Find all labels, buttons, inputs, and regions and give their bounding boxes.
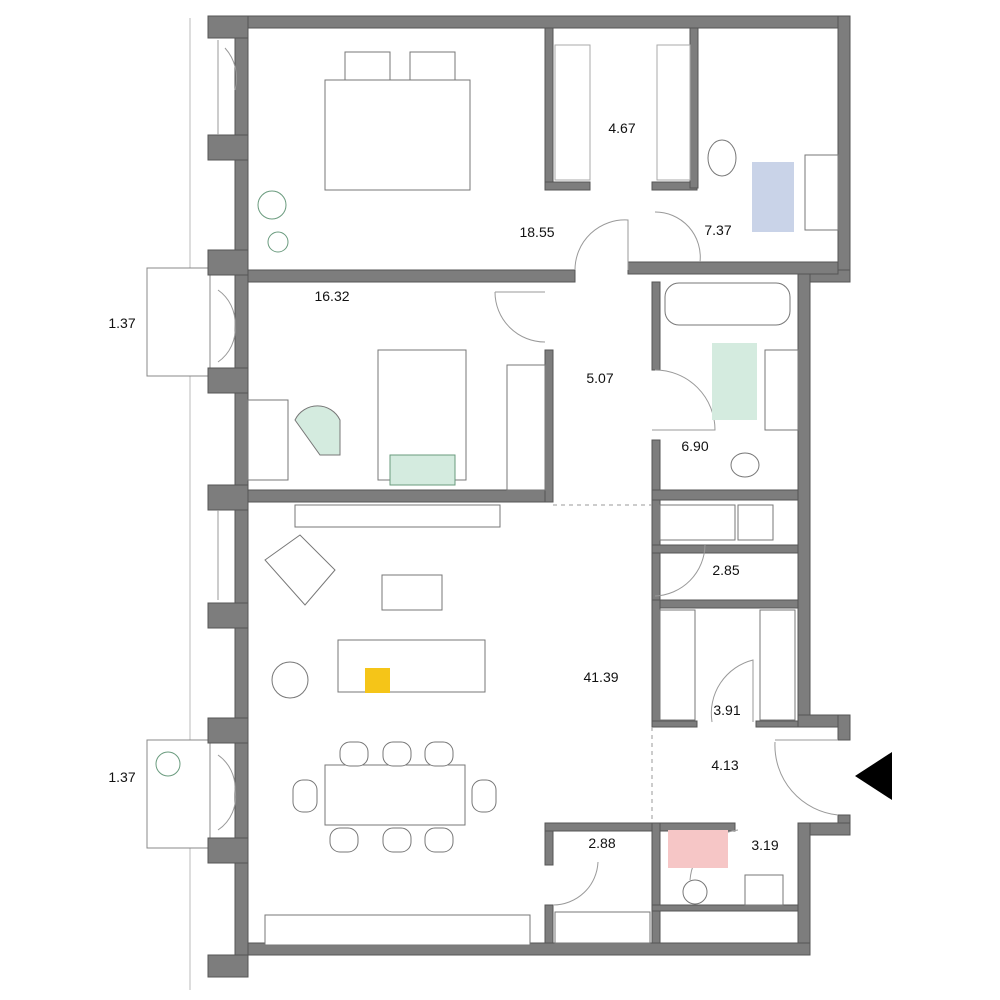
wardrobe bbox=[759, 609, 796, 721]
toilet bbox=[707, 139, 737, 177]
washing-machine bbox=[737, 504, 774, 541]
toilet bbox=[730, 452, 760, 478]
plant-icon bbox=[267, 231, 289, 253]
sink bbox=[764, 349, 799, 431]
desk bbox=[247, 399, 289, 481]
dining-chair bbox=[382, 827, 412, 853]
picture-rug bbox=[381, 574, 443, 611]
dining-chair bbox=[292, 779, 318, 813]
pillow bbox=[344, 51, 391, 81]
dining-chair bbox=[471, 779, 497, 813]
rug bbox=[389, 454, 456, 486]
kitchen-counter bbox=[264, 914, 531, 946]
wall-segment bbox=[755, 720, 799, 728]
wall-segment bbox=[544, 27, 554, 189]
wall-segment bbox=[651, 439, 661, 601]
room-area-bedroom-1: 18.55 bbox=[519, 224, 555, 240]
wall-segment bbox=[207, 837, 249, 864]
room-area-bathroom-2: 6.90 bbox=[681, 438, 709, 454]
bath-mat bbox=[712, 343, 757, 420]
plant-icon bbox=[155, 751, 181, 777]
room-area-bedroom-2: 16.32 bbox=[314, 288, 350, 304]
armchair bbox=[294, 405, 341, 456]
room-area-corridor: 5.07 bbox=[586, 370, 614, 386]
room-area-balcony-1: 1.37 bbox=[108, 315, 136, 331]
utility-cabinet bbox=[659, 504, 736, 541]
wardrobe-rail bbox=[656, 44, 691, 181]
sofa bbox=[337, 639, 486, 693]
room-area-wardrobe-2: 3.91 bbox=[713, 702, 741, 718]
wall-segment bbox=[234, 15, 851, 29]
wall-segment bbox=[207, 15, 249, 39]
bathtub bbox=[664, 282, 791, 326]
floor-lamp bbox=[271, 661, 309, 699]
dining-chair bbox=[339, 741, 369, 767]
wall-segment bbox=[544, 181, 591, 191]
dining-chairs bbox=[292, 741, 497, 853]
pillow bbox=[409, 51, 456, 81]
double-sink bbox=[804, 154, 839, 231]
wall-segment bbox=[207, 134, 249, 161]
wall-segment bbox=[207, 717, 249, 744]
wall-segment bbox=[651, 599, 799, 609]
entrance-arrow-icon bbox=[855, 752, 892, 800]
room-area-bathroom-1: 7.37 bbox=[704, 222, 732, 238]
furniture bbox=[155, 44, 839, 946]
sink bbox=[744, 874, 784, 906]
wall-segment bbox=[544, 822, 736, 832]
wall-segment bbox=[544, 904, 554, 944]
wall-segment bbox=[247, 269, 576, 283]
double-bed bbox=[324, 79, 471, 191]
wall-segment bbox=[207, 367, 249, 394]
room-area-storage: 2.88 bbox=[588, 835, 616, 851]
wardrobe-rail bbox=[554, 44, 591, 181]
dining-chair bbox=[382, 741, 412, 767]
wall-segment bbox=[797, 269, 811, 728]
bath-mat bbox=[752, 162, 794, 232]
room-area-balcony-2: 1.37 bbox=[108, 769, 136, 785]
room-area-wc: 3.19 bbox=[751, 837, 779, 853]
walls bbox=[207, 15, 851, 978]
wall-segment bbox=[207, 249, 249, 276]
bath-mat bbox=[668, 830, 728, 868]
storage-shelf bbox=[554, 911, 651, 944]
wall-segment bbox=[837, 15, 851, 283]
doors bbox=[217, 40, 839, 906]
wall-segment bbox=[651, 544, 799, 554]
room-area-living-kitchen: 41.39 bbox=[583, 669, 619, 685]
wall-segment bbox=[651, 599, 661, 728]
lounge-chair bbox=[264, 534, 336, 606]
room-area-wardrobe-1: 4.67 bbox=[608, 120, 636, 136]
wall-segment bbox=[651, 822, 661, 944]
wall-segment bbox=[797, 822, 811, 956]
room-area-utility: 2.85 bbox=[712, 562, 740, 578]
plant-icon bbox=[257, 190, 287, 220]
dining-table bbox=[324, 764, 466, 826]
tv-unit bbox=[294, 504, 501, 528]
wardrobe bbox=[659, 609, 696, 721]
wall-segment bbox=[651, 720, 698, 728]
wardrobe bbox=[506, 364, 546, 491]
wall-segment bbox=[651, 281, 661, 371]
wall-segment bbox=[207, 484, 249, 511]
room-area-hall: 4.13 bbox=[711, 757, 739, 773]
dining-chair bbox=[424, 741, 454, 767]
wall-segment bbox=[247, 489, 554, 503]
balcony-1-shape bbox=[146, 267, 211, 377]
wall-segment bbox=[651, 489, 799, 501]
wall-segment bbox=[689, 27, 699, 189]
dining-chair bbox=[424, 827, 454, 853]
wall-segment bbox=[207, 954, 249, 978]
balcony-2-shape bbox=[146, 739, 211, 849]
wall-segment bbox=[627, 261, 839, 275]
toilet bbox=[682, 879, 708, 905]
wall-segment bbox=[544, 349, 554, 503]
wall-segment bbox=[651, 904, 799, 912]
wall-segment bbox=[207, 602, 249, 629]
cushion bbox=[365, 668, 390, 693]
dining-chair bbox=[329, 827, 359, 853]
wall-segment bbox=[837, 714, 851, 741]
